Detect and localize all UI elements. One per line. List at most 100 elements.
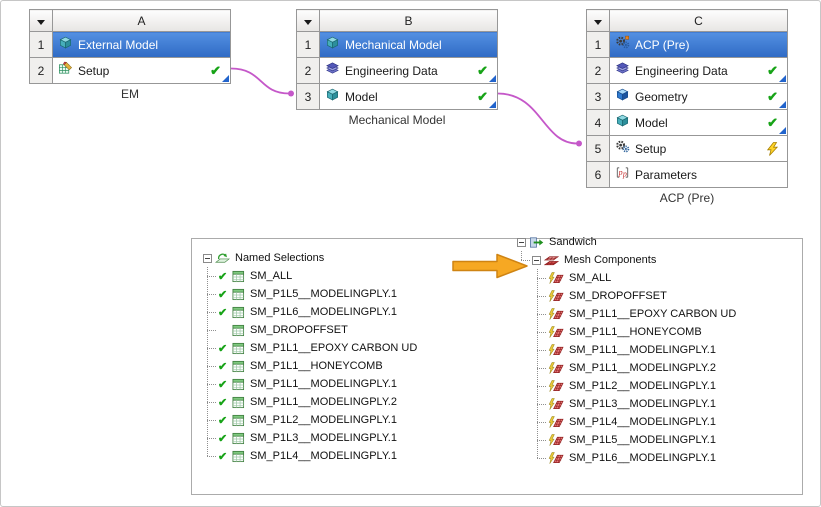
system-row[interactable]: 3 Model ✔ bbox=[296, 83, 498, 110]
tree-item[interactable]: ✔ SM_P1L2__MODELINGPLY.1 bbox=[207, 411, 417, 429]
system-menu-button[interactable] bbox=[296, 9, 320, 32]
checkmark-icon: ✔ bbox=[218, 414, 228, 427]
system-cell[interactable]: Engineering Data ✔ bbox=[609, 57, 788, 84]
system-menu-button[interactable] bbox=[29, 9, 53, 32]
checkmark-icon: ✔ bbox=[477, 62, 488, 78]
context-corner-icon bbox=[489, 75, 496, 82]
system-row[interactable]: 3 Geometry ✔ bbox=[586, 83, 788, 110]
tree-item[interactable]: SM_P1L2__MODELINGPLY.1 bbox=[537, 377, 736, 395]
tree-node-label: Mesh Components bbox=[564, 254, 657, 266]
tree-connector bbox=[537, 385, 546, 387]
system-letter[interactable]: B bbox=[319, 9, 498, 32]
system-row[interactable]: 2 Setup ✔ bbox=[29, 57, 231, 84]
system-cell[interactable]: Mechanical Model bbox=[319, 31, 498, 58]
acp-icon bbox=[615, 35, 630, 50]
tree-item[interactable]: SM_P1L1__EPOXY CARBON UD bbox=[537, 305, 736, 323]
tree-item[interactable]: SM_P1L5__MODELINGPLY.1 bbox=[537, 431, 736, 449]
tree-item[interactable]: ✔ SM_P1L1__MODELINGPLY.1 bbox=[207, 375, 417, 393]
tree-item-label: SM_ALL bbox=[250, 270, 293, 282]
model-icon bbox=[615, 113, 630, 128]
tree-root-label: Named Selections bbox=[235, 252, 325, 264]
tree-root-label: Sandwich bbox=[549, 236, 597, 248]
tree-item[interactable]: SM_ALL bbox=[537, 269, 736, 287]
tree-item[interactable]: ✔ SM_P1L1__MODELINGPLY.2 bbox=[207, 393, 417, 411]
system-cell[interactable]: Geometry ✔ bbox=[609, 83, 788, 110]
system-row[interactable]: 2 Engineering Data ✔ bbox=[586, 57, 788, 84]
collapse-toggle-icon[interactable] bbox=[203, 253, 212, 263]
tree-item-label: SM_P1L2__MODELINGPLY.1 bbox=[250, 414, 397, 426]
dropdown-arrow-icon bbox=[37, 19, 45, 25]
tree-item[interactable]: SM_DROPOFFSET bbox=[537, 287, 736, 305]
tree-item-label: SM_P1L1__MODELINGPLY.2 bbox=[569, 362, 716, 374]
system-row[interactable]: 1 ACP (Pre) bbox=[586, 31, 788, 58]
system-row[interactable]: 1 Mechanical Model bbox=[296, 31, 498, 58]
row-label: Setup bbox=[635, 141, 667, 156]
tree-item[interactable]: SM_P1L3__MODELINGPLY.1 bbox=[537, 395, 736, 413]
tree-item-label: SM_P1L6__MODELINGPLY.1 bbox=[569, 452, 716, 464]
checkmark-icon: ✔ bbox=[218, 432, 228, 445]
tree-connector bbox=[521, 259, 530, 261]
row-number: 2 bbox=[29, 57, 53, 84]
system-caption: EM bbox=[121, 87, 139, 101]
tree-connector bbox=[537, 277, 546, 279]
system-row[interactable]: 2 Engineering Data ✔ bbox=[296, 57, 498, 84]
svg-text:p: p bbox=[618, 167, 623, 176]
system-row[interactable]: 1 External Model bbox=[29, 31, 231, 58]
schematic-system: A 1 External Model 2 Setup ✔ EM bbox=[29, 9, 231, 101]
tree-item[interactable]: ✔ SM_P1L3__MODELINGPLY.1 bbox=[207, 429, 417, 447]
tree-item-label: SM_ALL bbox=[569, 272, 612, 284]
tree-item[interactable]: SM_P1L1__MODELINGPLY.2 bbox=[537, 359, 736, 377]
system-menu-button[interactable] bbox=[586, 9, 610, 32]
tree-item-label: SM_P1L3__MODELINGPLY.1 bbox=[250, 432, 397, 444]
system-row[interactable]: 5 Setup bbox=[586, 135, 788, 162]
system-cell[interactable]: Setup bbox=[609, 135, 788, 162]
tree-item-label: SM_P1L6__MODELINGPLY.1 bbox=[250, 306, 397, 318]
mesh-item-icon bbox=[548, 325, 564, 339]
system-cell[interactable]: ACP (Pre) bbox=[609, 31, 788, 58]
tree-item[interactable]: ✔ SM_P1L5__MODELINGPLY.1 bbox=[207, 285, 417, 303]
tree-item[interactable]: ✔ SM_P1L1__HONEYCOMB bbox=[207, 357, 417, 375]
tree-item[interactable]: SM_P1L6__MODELINGPLY.1 bbox=[537, 449, 736, 467]
system-cell[interactable]: Model ✔ bbox=[609, 109, 788, 136]
mesh-item-icon bbox=[548, 397, 564, 411]
tree-node-mesh-components[interactable]: Mesh Components bbox=[521, 251, 736, 269]
mesh-item-icon bbox=[548, 271, 564, 285]
ns-item-icon bbox=[232, 306, 245, 319]
connector-endpoint-b bbox=[288, 90, 294, 97]
system-row[interactable]: 4 Model ✔ bbox=[586, 109, 788, 136]
tree-root-sandwich[interactable]: Sandwich bbox=[517, 233, 736, 251]
tree-item-label: SM_P1L5__MODELINGPLY.1 bbox=[250, 288, 397, 300]
tree-item-label: SM_P1L1__HONEYCOMB bbox=[569, 326, 702, 338]
collapse-toggle-icon[interactable] bbox=[517, 237, 526, 247]
system-cell[interactable]: Setup ✔ bbox=[52, 57, 231, 84]
tree-item[interactable]: SM_P1L1__HONEYCOMB bbox=[537, 323, 736, 341]
ns-item-icon bbox=[232, 270, 245, 283]
tree-item[interactable]: ✔ SM_P1L4__MODELINGPLY.1 bbox=[207, 447, 417, 465]
ns-item-icon bbox=[232, 450, 245, 463]
tree-connector bbox=[207, 437, 216, 439]
tree-item[interactable]: SM_P1L1__MODELINGPLY.1 bbox=[537, 341, 736, 359]
tree-connector bbox=[207, 401, 216, 403]
tree-item[interactable]: ✔ SM_ALL bbox=[207, 267, 417, 285]
tree-item[interactable]: ✔ SM_P1L6__MODELINGPLY.1 bbox=[207, 303, 417, 321]
mesh-components-icon bbox=[544, 253, 559, 268]
system-caption: Mechanical Model bbox=[348, 113, 446, 127]
tree-root-named-selections[interactable]: Named Selections bbox=[203, 249, 417, 267]
tree-item[interactable]: ✔ SM_DROPOFFSET bbox=[207, 321, 417, 339]
system-letter[interactable]: A bbox=[52, 9, 231, 32]
sandwich-icon bbox=[529, 235, 544, 250]
tree-item[interactable]: SM_P1L4__MODELINGPLY.1 bbox=[537, 413, 736, 431]
system-cell[interactable]: Model ✔ bbox=[319, 83, 498, 110]
system-cell[interactable]: External Model bbox=[52, 31, 231, 58]
collapse-toggle-icon[interactable] bbox=[532, 255, 541, 265]
row-number: 1 bbox=[586, 31, 610, 58]
tree-item[interactable]: ✔ SM_P1L1__EPOXY CARBON UD bbox=[207, 339, 417, 357]
row-number: 2 bbox=[296, 57, 320, 84]
ns-item-icon bbox=[232, 342, 245, 355]
system-cell[interactable]: Engineering Data ✔ bbox=[319, 57, 498, 84]
checkmark-icon: ✔ bbox=[218, 450, 228, 463]
system-letter[interactable]: C bbox=[609, 9, 788, 32]
